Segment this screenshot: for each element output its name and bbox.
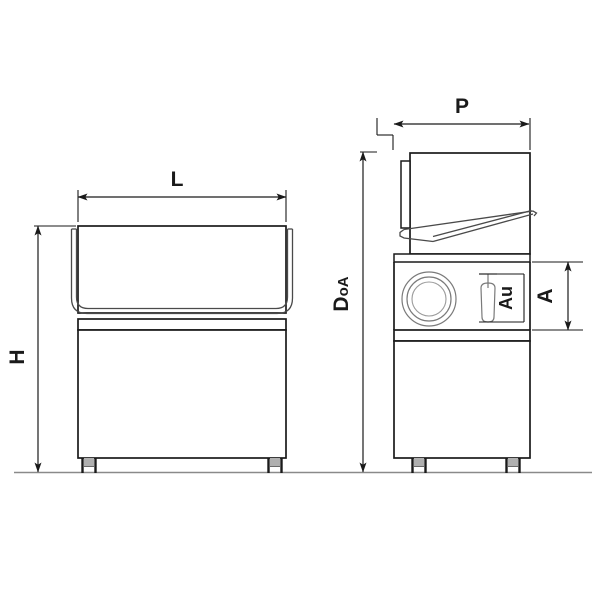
- dimension-P: P: [376, 95, 531, 150]
- side-base-cabinet: [393, 340, 531, 459]
- plate-icon: [401, 271, 457, 327]
- dimension-L: L: [77, 168, 287, 222]
- dimension-DoA-label-main: D: [330, 296, 353, 311]
- dimension-Au-label: Au: [496, 286, 516, 310]
- dimension-DoA-label-sub: oA: [335, 276, 352, 296]
- adjustable-foot-icon: [267, 458, 283, 473]
- front-base-cabinet: [77, 329, 287, 459]
- dimension-A: A: [532, 261, 583, 331]
- front-hood-body: [77, 225, 287, 314]
- dimension-DoA-label: DoA: [330, 276, 353, 311]
- dimension-H: H: [6, 225, 76, 473]
- side-back-guard-panel: [400, 160, 411, 229]
- wine-glass-icon: [479, 273, 497, 323]
- side-hood-body: [409, 152, 531, 255]
- dimension-P-label: P: [455, 95, 469, 118]
- dimension-DoA: DoA: [330, 151, 377, 473]
- adjustable-foot-icon: [81, 458, 97, 473]
- dimension-A-label: A: [534, 288, 557, 303]
- hood-lever-arm-icon: [399, 209, 538, 243]
- dimension-Au: Au: [479, 273, 525, 323]
- front-divider-band: [77, 318, 287, 331]
- hood-handle-icon: [70, 228, 294, 315]
- side-wash-chamber: [393, 262, 531, 330]
- side-chamber-top-ledge: [393, 253, 531, 263]
- side-base-deck-band: [393, 329, 531, 342]
- adjustable-foot-icon: [505, 458, 521, 473]
- adjustable-foot-icon: [411, 458, 427, 473]
- dimension-L-label: L: [171, 168, 184, 191]
- side-elevation-view: P DoA A Au: [330, 95, 583, 473]
- dimension-H-label: H: [6, 349, 29, 364]
- front-elevation-view: L H: [6, 168, 294, 473]
